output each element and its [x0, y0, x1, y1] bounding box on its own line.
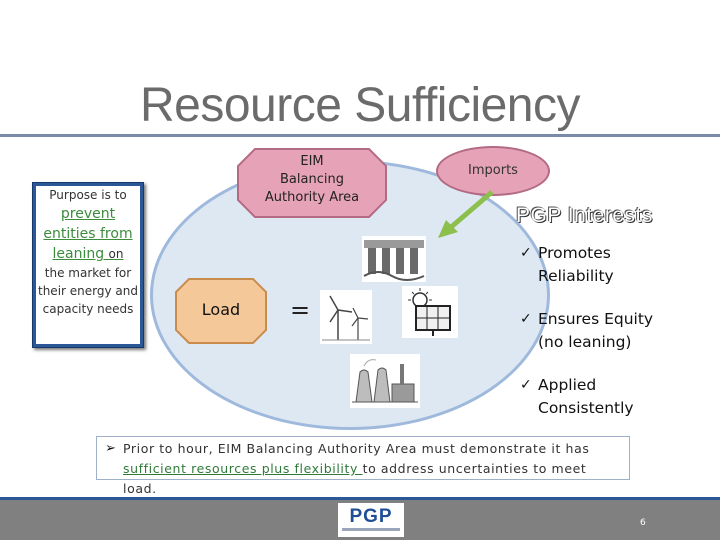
eim-line-1: EIM: [237, 153, 387, 171]
load-label: Load: [175, 300, 267, 319]
pgp-logo: PGP: [338, 503, 404, 537]
interest-bullet: ✓ Applied Consistently: [538, 374, 708, 420]
purpose-intro: Purpose is to: [36, 186, 140, 204]
purpose-box: Purpose is to prevent entities from lean…: [32, 182, 144, 348]
interest-bullet: ✓ Promotes Reliability: [538, 242, 708, 288]
arrow-bullet-icon: ➢: [105, 439, 117, 459]
interest-bullet: ✓ Ensures Equity (no leaning): [538, 308, 708, 354]
wind-turbine-icon: [320, 290, 372, 344]
note-text-1: Prior to hour, EIM Balancing Authority A…: [123, 441, 589, 456]
eim-line-2: Balancing: [237, 171, 387, 189]
check-icon: ✓: [520, 242, 532, 265]
title-divider: [0, 134, 720, 137]
purpose-rest: the market for their energy and capacity…: [36, 264, 140, 318]
equals-sign: =: [290, 296, 310, 324]
slide-title: Resource Sufficiency: [0, 78, 720, 133]
purpose-highlight: prevent entities from leaning on: [36, 204, 140, 264]
pgp-interests-heading: PGP Interests: [516, 204, 653, 228]
page-number: 6: [640, 518, 646, 528]
check-icon: ✓: [520, 374, 532, 397]
note-highlight: sufficient resources plus flexibility: [123, 461, 363, 476]
check-icon: ✓: [520, 308, 532, 331]
power-plant-icon: [350, 354, 420, 408]
note-box: ➢ Prior to hour, EIM Balancing Authority…: [96, 436, 630, 480]
load-box: Load: [175, 278, 267, 344]
imports-arrow: [420, 180, 510, 250]
eim-line-3: Authority Area: [237, 189, 387, 207]
solar-panel-icon: [402, 286, 458, 338]
eim-authority-box: EIM Balancing Authority Area: [237, 148, 387, 218]
hydro-dam-icon: [362, 236, 426, 282]
